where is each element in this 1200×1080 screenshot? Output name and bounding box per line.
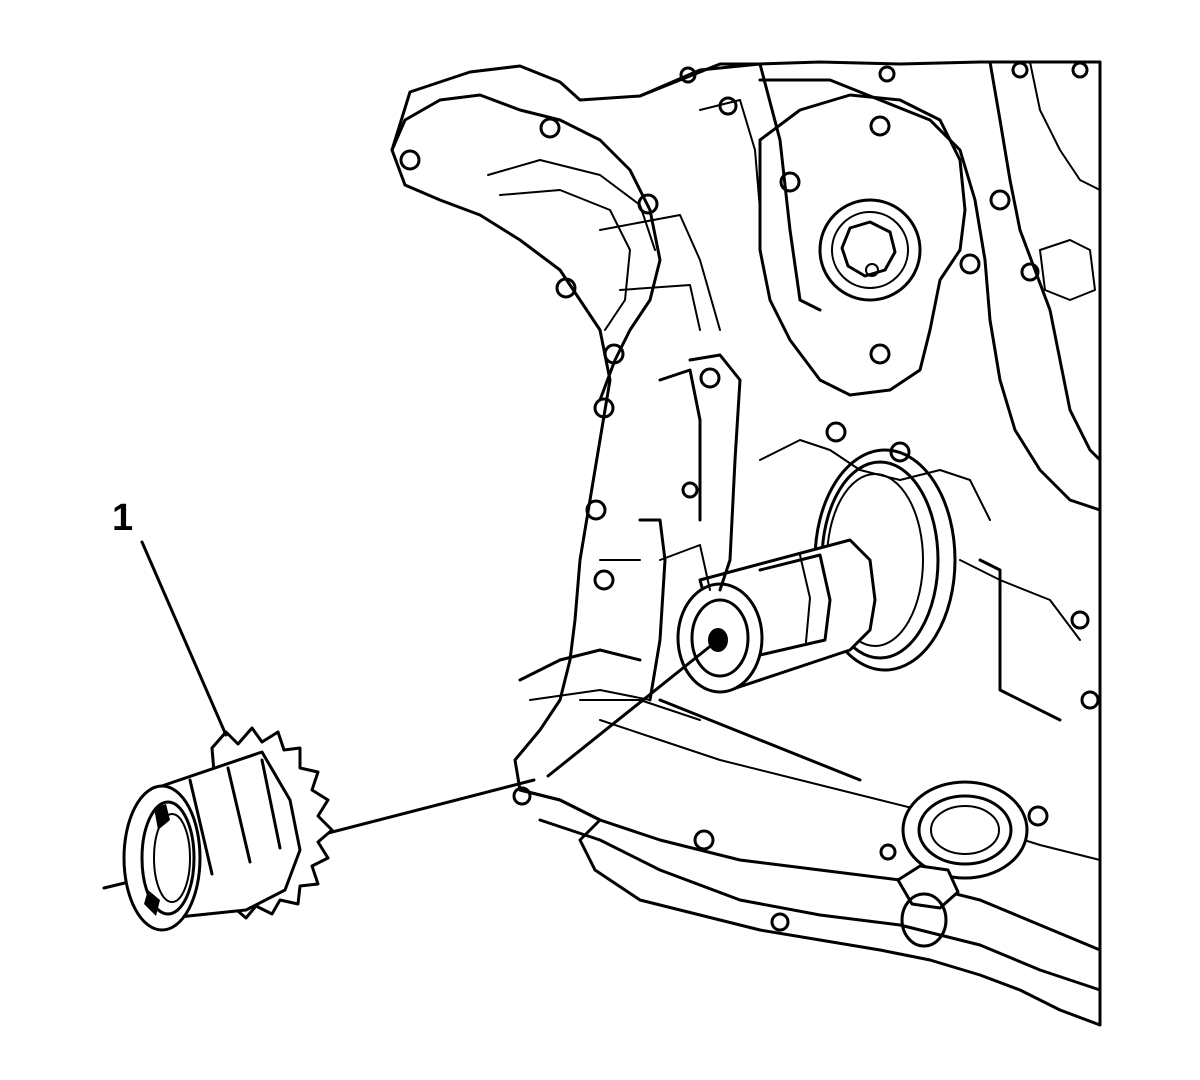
callout-1: 1: [112, 497, 228, 737]
engine-block: [390, 60, 1102, 1027]
crankshaft-sprocket: [122, 726, 334, 932]
callout-1-label: 1: [112, 497, 133, 539]
